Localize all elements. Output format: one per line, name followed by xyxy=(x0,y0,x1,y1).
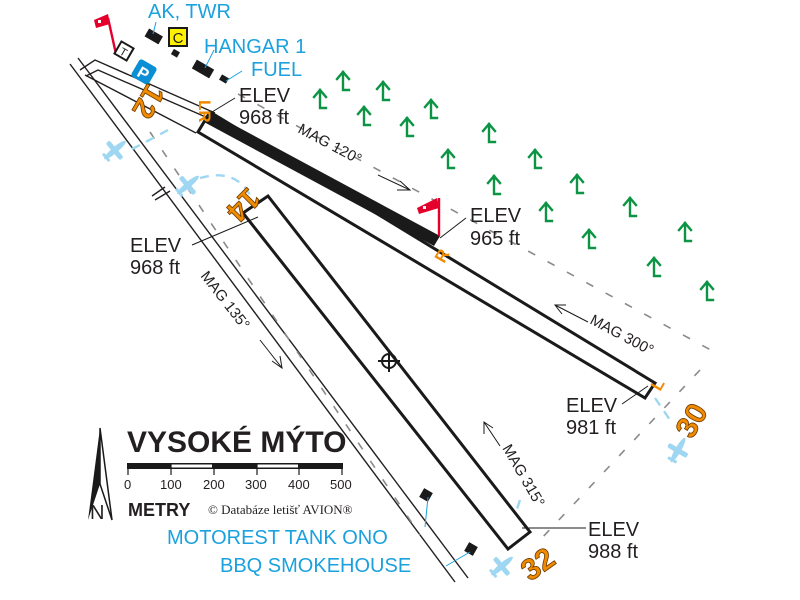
tree-icon xyxy=(646,256,662,278)
tree-icon xyxy=(527,148,543,170)
svg-text:300: 300 xyxy=(245,477,267,492)
road xyxy=(69,57,469,583)
plane-icon xyxy=(175,175,199,197)
tree-icon xyxy=(312,88,328,110)
copyright-text: © Databáze letišť AVION® xyxy=(208,502,353,517)
symbol-c-icon: C xyxy=(168,27,188,47)
elev-rwy12: ELEV 968 ft xyxy=(239,85,291,129)
tree-icon xyxy=(356,105,372,127)
runway-12-30[interactable] xyxy=(195,109,658,401)
tree-icon xyxy=(486,174,502,196)
label-bbq: BBQ SMOKEHOUSE xyxy=(220,555,411,577)
plane-icon xyxy=(489,556,513,578)
runway-designator-lr: LR xyxy=(195,100,214,123)
svg-text:MAG 120°: MAG 120° xyxy=(295,121,364,169)
svg-text:200: 200 xyxy=(203,477,225,492)
tree-icon xyxy=(481,122,497,144)
svg-text:C: C xyxy=(173,30,184,47)
svg-text:MAG 135°: MAG 135° xyxy=(197,268,253,333)
scale-unit-label: METRY xyxy=(128,500,190,520)
elev-rwy30: ELEV 981 ft xyxy=(566,395,618,439)
elev-rwy14: ELEV 968 ft xyxy=(130,235,182,279)
svg-text:ELEV: ELEV xyxy=(566,395,618,417)
tree-icon xyxy=(399,116,415,138)
svg-text:ELEV: ELEV xyxy=(470,205,522,227)
tree-icon xyxy=(375,80,391,102)
buildings xyxy=(144,28,478,556)
plane-icon xyxy=(102,140,126,162)
svg-text:ELEV: ELEV xyxy=(130,235,182,257)
leader-lines xyxy=(152,21,649,567)
elev-rwy32: ELEV 988 ft xyxy=(588,519,640,563)
elev-rwy12-mid: ELEV 965 ft xyxy=(470,205,522,250)
svg-text:981 ft: 981 ft xyxy=(566,417,616,439)
tree-icon xyxy=(423,98,439,120)
svg-text:400: 400 xyxy=(288,477,310,492)
centerline-dashes xyxy=(149,93,721,541)
tree-icon xyxy=(699,280,715,302)
svg-text:988 ft: 988 ft xyxy=(588,541,638,563)
tree-icon xyxy=(335,70,351,92)
arp-crosshair-icon xyxy=(378,350,400,372)
heading-135: MAG 135° xyxy=(197,268,283,370)
runway-number-32: 32 xyxy=(515,542,561,588)
north-arrow-icon: N xyxy=(88,427,113,524)
tree-icon xyxy=(440,148,456,170)
runway-number-30: 30 xyxy=(669,398,714,443)
scale-bar: 0 100 200 300 400 500 xyxy=(124,463,352,492)
svg-text:968 ft: 968 ft xyxy=(130,257,180,279)
symbol-p-parking-icon: P xyxy=(131,59,157,85)
tree-icon xyxy=(581,228,597,250)
windsock-icon xyxy=(417,198,441,236)
label-hangar-1: HANGAR 1 xyxy=(204,36,306,58)
plane-icon xyxy=(667,437,688,464)
building-motorest xyxy=(419,488,433,502)
svg-text:500: 500 xyxy=(330,477,352,492)
label-fuel: FUEL xyxy=(251,59,302,81)
label-ak-twr: AK, TWR xyxy=(148,1,231,23)
building-ak-twr xyxy=(144,28,163,45)
svg-text:965 ft: 965 ft xyxy=(470,228,520,250)
svg-text:100: 100 xyxy=(160,477,182,492)
building-bbq xyxy=(464,542,478,556)
tree-icon xyxy=(569,173,585,195)
svg-text:ELEV: ELEV xyxy=(239,85,291,107)
tree-icon xyxy=(677,221,693,243)
airfield-title: VYSOKÉ MÝTO xyxy=(127,425,347,459)
aircraft-symbols xyxy=(102,140,688,578)
svg-text:N: N xyxy=(90,502,104,524)
building-small xyxy=(170,48,180,58)
svg-text:0: 0 xyxy=(124,477,131,492)
windsock-icon xyxy=(94,14,118,55)
svg-text:ELEV: ELEV xyxy=(588,519,640,541)
symbol-t-icon: T xyxy=(113,40,135,62)
svg-text:968 ft: 968 ft xyxy=(239,107,289,129)
trees xyxy=(312,70,715,302)
building-fuel xyxy=(219,74,229,84)
tree-icon xyxy=(622,196,638,218)
label-motorest: MOTOREST TANK ONO xyxy=(167,527,388,549)
tree-icon xyxy=(538,201,554,223)
building-hangar-1 xyxy=(191,59,215,79)
runway-14-32[interactable] xyxy=(240,193,533,552)
